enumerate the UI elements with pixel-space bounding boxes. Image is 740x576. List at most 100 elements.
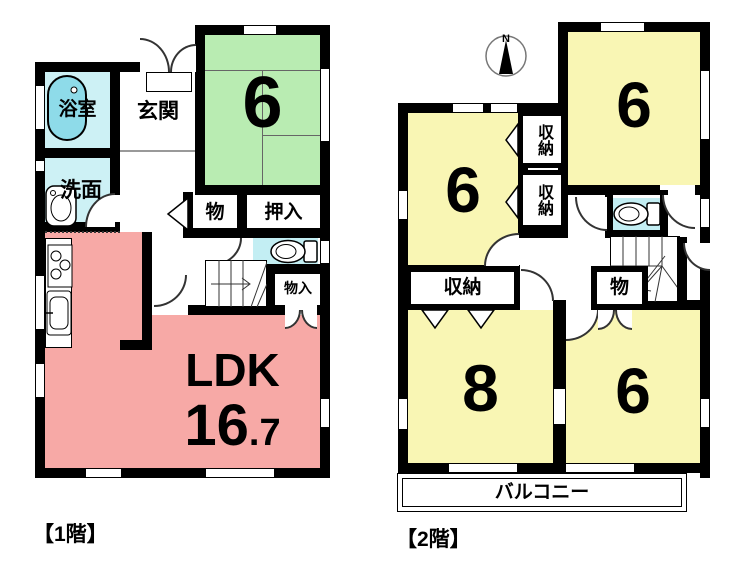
wall (677, 237, 687, 303)
room-label-mono-2f: 物 (609, 276, 629, 298)
room-label-6-bottom: 6 (615, 354, 651, 427)
folding-door-icon (166, 196, 189, 232)
room-label-washroom: 洗面 (60, 178, 102, 202)
room-label-oshiire: 押入 (264, 201, 303, 223)
tatami-line (262, 135, 320, 136)
genkan-step-line (120, 150, 195, 152)
balcony-label: バルコニー (494, 481, 590, 503)
compass-icon: N (485, 33, 527, 77)
room-6-top-2f (568, 32, 700, 185)
wall (120, 340, 152, 350)
closet-lower-box (518, 170, 566, 230)
wall (35, 148, 120, 158)
room-label-ldk-block: LDK 16 .7 (140, 336, 325, 466)
wall (398, 103, 408, 478)
door-arc-entrance-left (140, 38, 170, 72)
folding-door-icon (466, 309, 496, 330)
closet-upper-box (518, 111, 566, 168)
room-label-mono-1f: 物 (205, 201, 225, 223)
window-opening (205, 468, 275, 478)
wall (110, 62, 120, 195)
room-label-closet-upper: 収納 (535, 124, 552, 156)
door-arc-toilet-2f (575, 197, 607, 231)
wall (265, 272, 275, 310)
toilet-icon-2f (613, 202, 661, 226)
room-ldk-main (152, 315, 320, 468)
floor2-caption: 【2階】 (396, 528, 471, 551)
wash-basin-icon (45, 185, 77, 227)
room-label-bath: 浴室 (58, 98, 97, 120)
bathtub-icon (47, 75, 87, 141)
toilet-icon-1f (270, 239, 318, 264)
wall (605, 230, 668, 238)
ldk-title: LDK (185, 344, 280, 396)
room-label-closet-lower: 収納 (535, 184, 552, 216)
window-opening (35, 160, 45, 172)
closet-main-box (405, 266, 520, 310)
window-opening (452, 103, 484, 113)
wall (660, 190, 668, 238)
stairs-1f (205, 260, 267, 307)
wall (317, 305, 330, 315)
wall (195, 25, 205, 192)
window-opening (565, 463, 635, 473)
window-opening (35, 363, 45, 398)
kitchen-sink-icon (46, 290, 72, 336)
window-opening (553, 388, 566, 425)
window-opening (35, 85, 45, 130)
stove-icon (47, 244, 73, 288)
wall (237, 192, 247, 238)
wall (35, 222, 120, 232)
wall (553, 425, 566, 463)
window-opening (85, 468, 122, 478)
kitchen-dashed-line (45, 231, 120, 233)
window-opening (490, 103, 518, 113)
window-opening (600, 22, 645, 32)
room-ldk-join (142, 350, 152, 468)
wall (695, 185, 710, 195)
wall (35, 62, 45, 478)
wall (35, 468, 330, 478)
wall (398, 463, 710, 473)
room-label-closet-main: 収納 (443, 276, 482, 298)
wall (605, 190, 613, 238)
room-6-bottom-2f (566, 310, 700, 463)
wall (553, 300, 566, 388)
door-arc-room8 (521, 269, 554, 301)
window-opening (398, 190, 408, 220)
tatami-line (262, 70, 263, 185)
floor1-caption: 【1階】 (33, 523, 108, 546)
mono-box-2f (591, 266, 648, 310)
window-opening (700, 398, 710, 428)
wall (142, 232, 152, 350)
folding-door-icon (505, 122, 519, 158)
window-opening (320, 398, 330, 428)
folding-door-icon (505, 184, 519, 220)
window-opening (448, 463, 518, 473)
door-arc-ldk (154, 275, 187, 307)
wall (188, 305, 285, 315)
room-label-entrance: 玄関 (137, 99, 179, 123)
door-arc-entrance-right (170, 44, 196, 72)
room-label-tatami6: 6 (242, 63, 283, 143)
wall (600, 300, 710, 310)
room-label-monoire: 物入 (284, 280, 312, 296)
room-8-2f (408, 310, 553, 463)
folding-door-icon (420, 309, 450, 330)
room-label-6-top: 6 (616, 69, 652, 141)
ldk-size-dec: .7 (248, 412, 281, 454)
window-opening (700, 70, 710, 140)
window-opening (35, 275, 45, 330)
balcony (397, 473, 687, 512)
room-label-6-left: 6 (445, 154, 481, 226)
window-opening (398, 398, 408, 430)
wall (243, 264, 330, 274)
compass-n-label: N (502, 33, 510, 45)
room-label-8: 8 (462, 350, 499, 425)
entrance-step (146, 72, 192, 92)
wall (518, 228, 568, 238)
ldk-size: 16 .7 (184, 397, 280, 455)
wall (195, 185, 330, 195)
window-opening (320, 68, 330, 142)
